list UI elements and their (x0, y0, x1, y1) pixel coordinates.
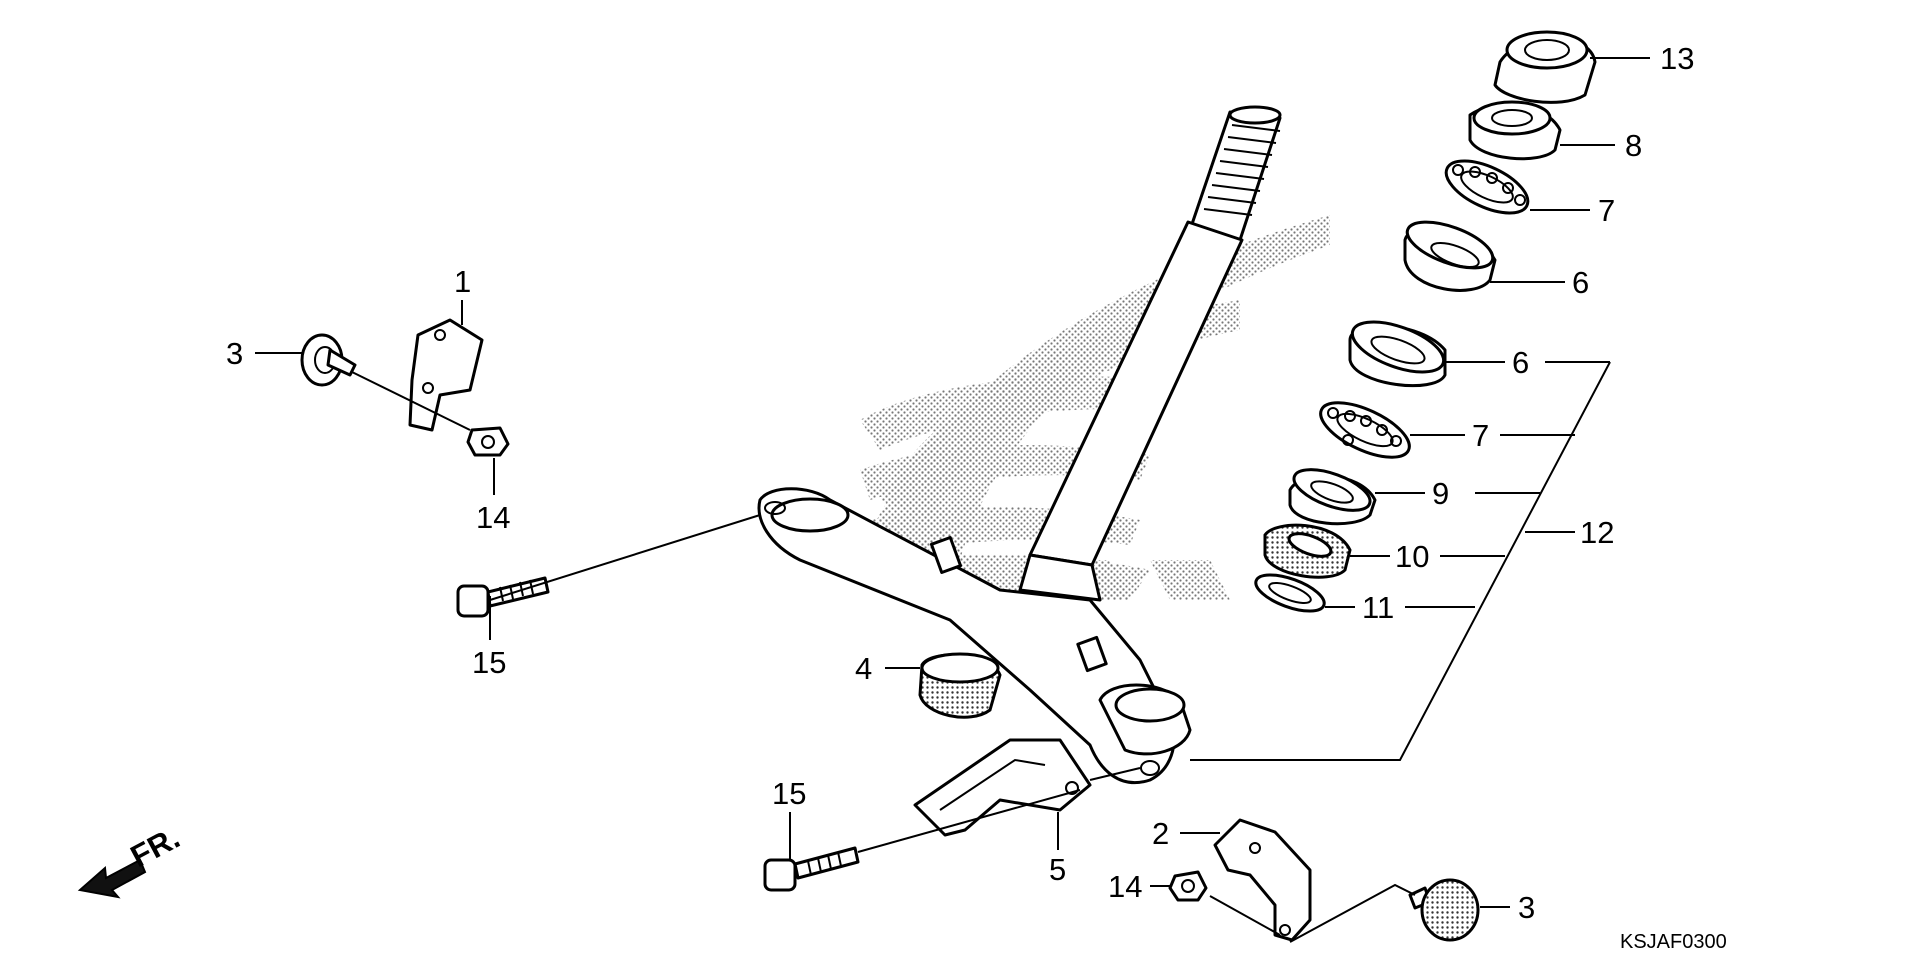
callout-14-bottom: 14 (1108, 869, 1142, 904)
front-direction-arrow: FR. (77, 820, 185, 899)
lower-bracket-assembly (1168, 818, 1480, 942)
upper-outer-race (1403, 220, 1497, 292)
rubber-grommet (918, 652, 1002, 719)
callout-1: 1 (454, 264, 471, 299)
lower-washer (1254, 573, 1326, 613)
callout-7-lower: 7 (1472, 418, 1489, 453)
lower-ball-bearing (1319, 401, 1411, 459)
callout-3-right: 3 (1518, 890, 1535, 925)
upper-bracket-assembly (300, 318, 510, 457)
callout-3-left: 3 (226, 336, 243, 371)
callout-13: 13 (1660, 41, 1694, 76)
long-bolt-upper (456, 576, 550, 618)
callout-2: 2 (1152, 816, 1169, 851)
callout-15-left: 15 (472, 645, 506, 680)
callout-4: 4 (855, 651, 872, 686)
cable-guide (913, 738, 1092, 837)
callout-8: 8 (1625, 128, 1642, 163)
lower-outer-race (1348, 320, 1447, 388)
upper-cone-race (1468, 100, 1562, 161)
callout-6-top: 6 (1572, 265, 1589, 300)
drawing-code: KSJAF0300 (1620, 931, 1727, 953)
steering-stem-shaft (1018, 105, 1282, 602)
leader-lines (255, 57, 1650, 943)
lower-cone-race (1288, 468, 1377, 526)
callout-11: 11 (1362, 590, 1394, 625)
dust-seal (1263, 523, 1352, 579)
callout-15-bottom: 15 (772, 776, 806, 811)
callout-12: 12 (1580, 515, 1614, 550)
callout-7-top: 7 (1598, 193, 1615, 228)
upper-ball-bearing (1444, 159, 1530, 215)
callout-9: 9 (1432, 476, 1449, 511)
callout-6-lower: 6 (1512, 345, 1529, 380)
top-thread-nut (1493, 30, 1597, 104)
long-bolt-lower (763, 846, 860, 892)
callout-labels: 13 8 7 6 6 7 9 10 11 12 1 3 14 15 4 15 5… (226, 41, 1694, 925)
steering-stem-bracket (757, 487, 1192, 785)
callout-14-left: 14 (476, 500, 510, 535)
callout-5: 5 (1049, 852, 1066, 887)
callout-10: 10 (1395, 539, 1429, 574)
